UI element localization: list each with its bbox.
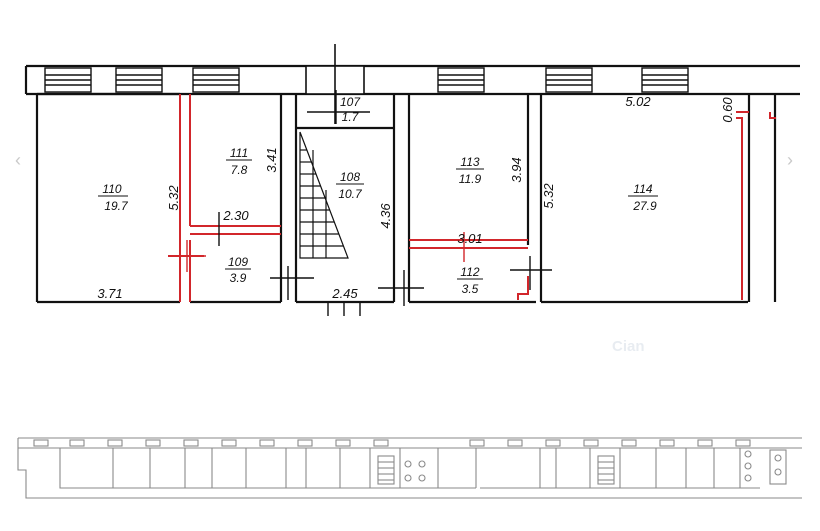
walls [35,92,777,304]
dimension-marks [172,90,552,316]
dimension-labels: 5.32 3.41 2.30 3.71 4.36 2.45 3.94 3.01 … [97,94,735,301]
room-number: 110 [102,182,121,196]
room-area: 19.7 [104,199,129,213]
room-area: 1.7 [342,110,360,124]
room-107: 107 1.7 [340,95,361,124]
partitions [168,94,776,302]
entrance-door [305,44,365,124]
overview-stairs [377,455,615,485]
watermark: Cian [612,338,645,355]
dimension-label: 4.36 [378,203,393,229]
room-108: 108 10.7 [336,170,364,201]
dimension-label: 3.71 [97,286,122,301]
room-number: 107 [340,95,361,109]
dimension-label: 2.45 [331,286,358,301]
dimension-label: 3.01 [457,231,482,246]
room-number: 108 [340,170,360,184]
window [115,67,163,93]
room-109: 109 3.9 [225,255,251,285]
window [641,67,689,93]
dimension-label: 5.32 [166,185,181,211]
next-image-button[interactable]: › [782,150,798,170]
overview-fixtures [404,449,787,485]
window [192,67,240,93]
room-111: 111 7.8 [226,146,252,177]
overview-windows [33,439,751,447]
room-number: 112 [460,265,479,279]
staircase [299,131,349,259]
dimension-label: 3.94 [509,157,524,182]
window [437,67,485,93]
room-number: 109 [228,255,248,269]
room-area: 7.8 [231,163,248,177]
dimension-label: 5.02 [625,94,651,109]
room-112: 112 3.5 [457,265,483,296]
room-114: 114 27.9 [628,182,658,213]
chevron-right-icon: › [787,150,793,170]
room-area: 3.5 [462,282,479,296]
room-area: 27.9 [632,199,657,213]
room-113: 113 11.9 [456,155,484,186]
room-labels: 110 19.7 111 7.8 107 1.7 108 10.7 109 [98,95,658,296]
dimension-label: 3.41 [264,147,279,172]
dimension-label: 5.32 [541,183,556,209]
room-area: 3.9 [230,271,247,285]
prev-image-button[interactable]: ‹ [10,150,26,170]
room-area: 10.7 [338,187,363,201]
room-area: 11.9 [459,172,482,186]
building-overview-plan [17,437,802,499]
dimension-label: 0.60 [720,97,735,123]
window [44,67,92,93]
room-110: 110 19.7 [98,182,129,213]
dimension-label: 2.30 [222,208,249,223]
window [545,67,593,93]
room-number: 111 [230,146,248,160]
overview-rooms [112,448,760,489]
room-number: 113 [460,155,479,169]
window-set [44,67,689,93]
chevron-left-icon: ‹ [15,150,21,170]
room-number: 114 [633,182,652,196]
